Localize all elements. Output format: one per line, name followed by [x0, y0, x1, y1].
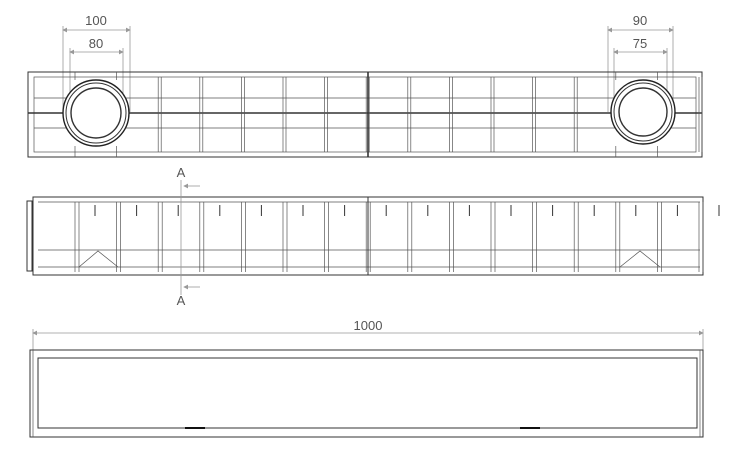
dimension-label: 1000	[354, 318, 383, 333]
side-view	[26, 196, 720, 276]
bottom-view	[29, 349, 704, 438]
dimension-label: 90	[633, 13, 647, 28]
outlet-right	[610, 79, 676, 145]
dimension-left-outer: 100	[62, 13, 131, 112]
section-label-bottom: A	[177, 293, 186, 308]
dimension-label: 100	[85, 13, 107, 28]
outlet-left	[62, 79, 130, 147]
dimension-label: 80	[89, 36, 103, 51]
dimension-total-length: 1000	[32, 318, 704, 350]
section-label-top: A	[177, 165, 186, 180]
dimension-label: 75	[633, 36, 647, 51]
section-line-a: A A	[177, 165, 200, 308]
top-view	[27, 71, 703, 158]
